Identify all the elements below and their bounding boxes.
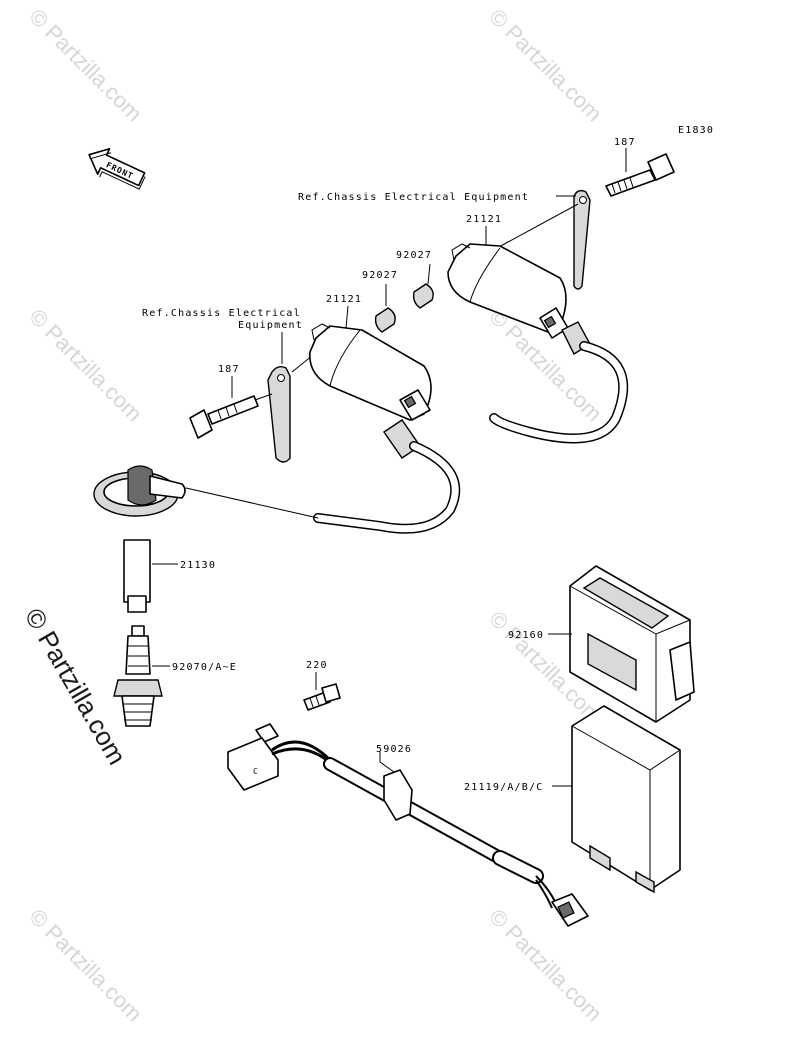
watermark-tile: © Partzilla.com xyxy=(484,904,607,1027)
label-21121-right: 21121 xyxy=(466,214,502,225)
label-21121-left: 21121 xyxy=(326,294,362,305)
diagram-code: E1830 xyxy=(678,125,714,136)
spark-plug-92070: 92070/A~E xyxy=(113,625,237,727)
ignition-coil-left: 21121 xyxy=(291,294,461,534)
case-92160: 92160 xyxy=(508,565,695,723)
label-ref-chassis-left-2: Equipment xyxy=(238,320,303,331)
watermark-tile: © Partzilla.com xyxy=(24,304,147,427)
front-arrow: FRONT xyxy=(88,147,146,190)
igniter-21119: 21119/A/B/C xyxy=(464,705,681,894)
bolt-220: 220 xyxy=(303,660,341,711)
collar-92027-left: 92027 xyxy=(362,270,398,333)
ignition-coil-right: 21121 xyxy=(447,214,629,444)
bracket-left: Ref.Chassis Electrical Equipment xyxy=(142,308,303,463)
label-ref-chassis-left-1: Ref.Chassis Electrical xyxy=(142,308,301,319)
label-220: 220 xyxy=(306,660,328,671)
label-ref-chassis-top: Ref.Chassis Electrical Equipment xyxy=(298,192,529,203)
watermark-tile: © Partzilla.com xyxy=(484,4,607,127)
watermark-tile: © Partzilla.com xyxy=(24,4,147,127)
bolt-187-left: 187 xyxy=(189,364,273,439)
label-92027-right: 92027 xyxy=(396,250,432,261)
bolt-187-top: 187 xyxy=(605,137,675,197)
label-21119: 21119/A/B/C xyxy=(464,782,543,793)
watermark-side: © Partzilla.com xyxy=(19,603,133,770)
label-92160: 92160 xyxy=(508,630,544,641)
label-59026: 59026 xyxy=(376,744,412,755)
label-21130: 21130 xyxy=(180,560,216,571)
collar-92027-right: 92027 xyxy=(396,250,434,309)
sensor-harness: C 59026 xyxy=(227,723,589,927)
bracket-top: Ref.Chassis Electrical Equipment xyxy=(298,189,591,290)
label-92070: 92070/A~E xyxy=(172,662,237,673)
label-187-top: 187 xyxy=(614,137,636,148)
spark-plug-cap-21130: 21130 xyxy=(93,465,319,613)
label-92027-left: 92027 xyxy=(362,270,398,281)
watermark-tile: © Partzilla.com xyxy=(24,904,147,1027)
label-187-left: 187 xyxy=(218,364,240,375)
connector-c-label: C xyxy=(253,767,259,776)
